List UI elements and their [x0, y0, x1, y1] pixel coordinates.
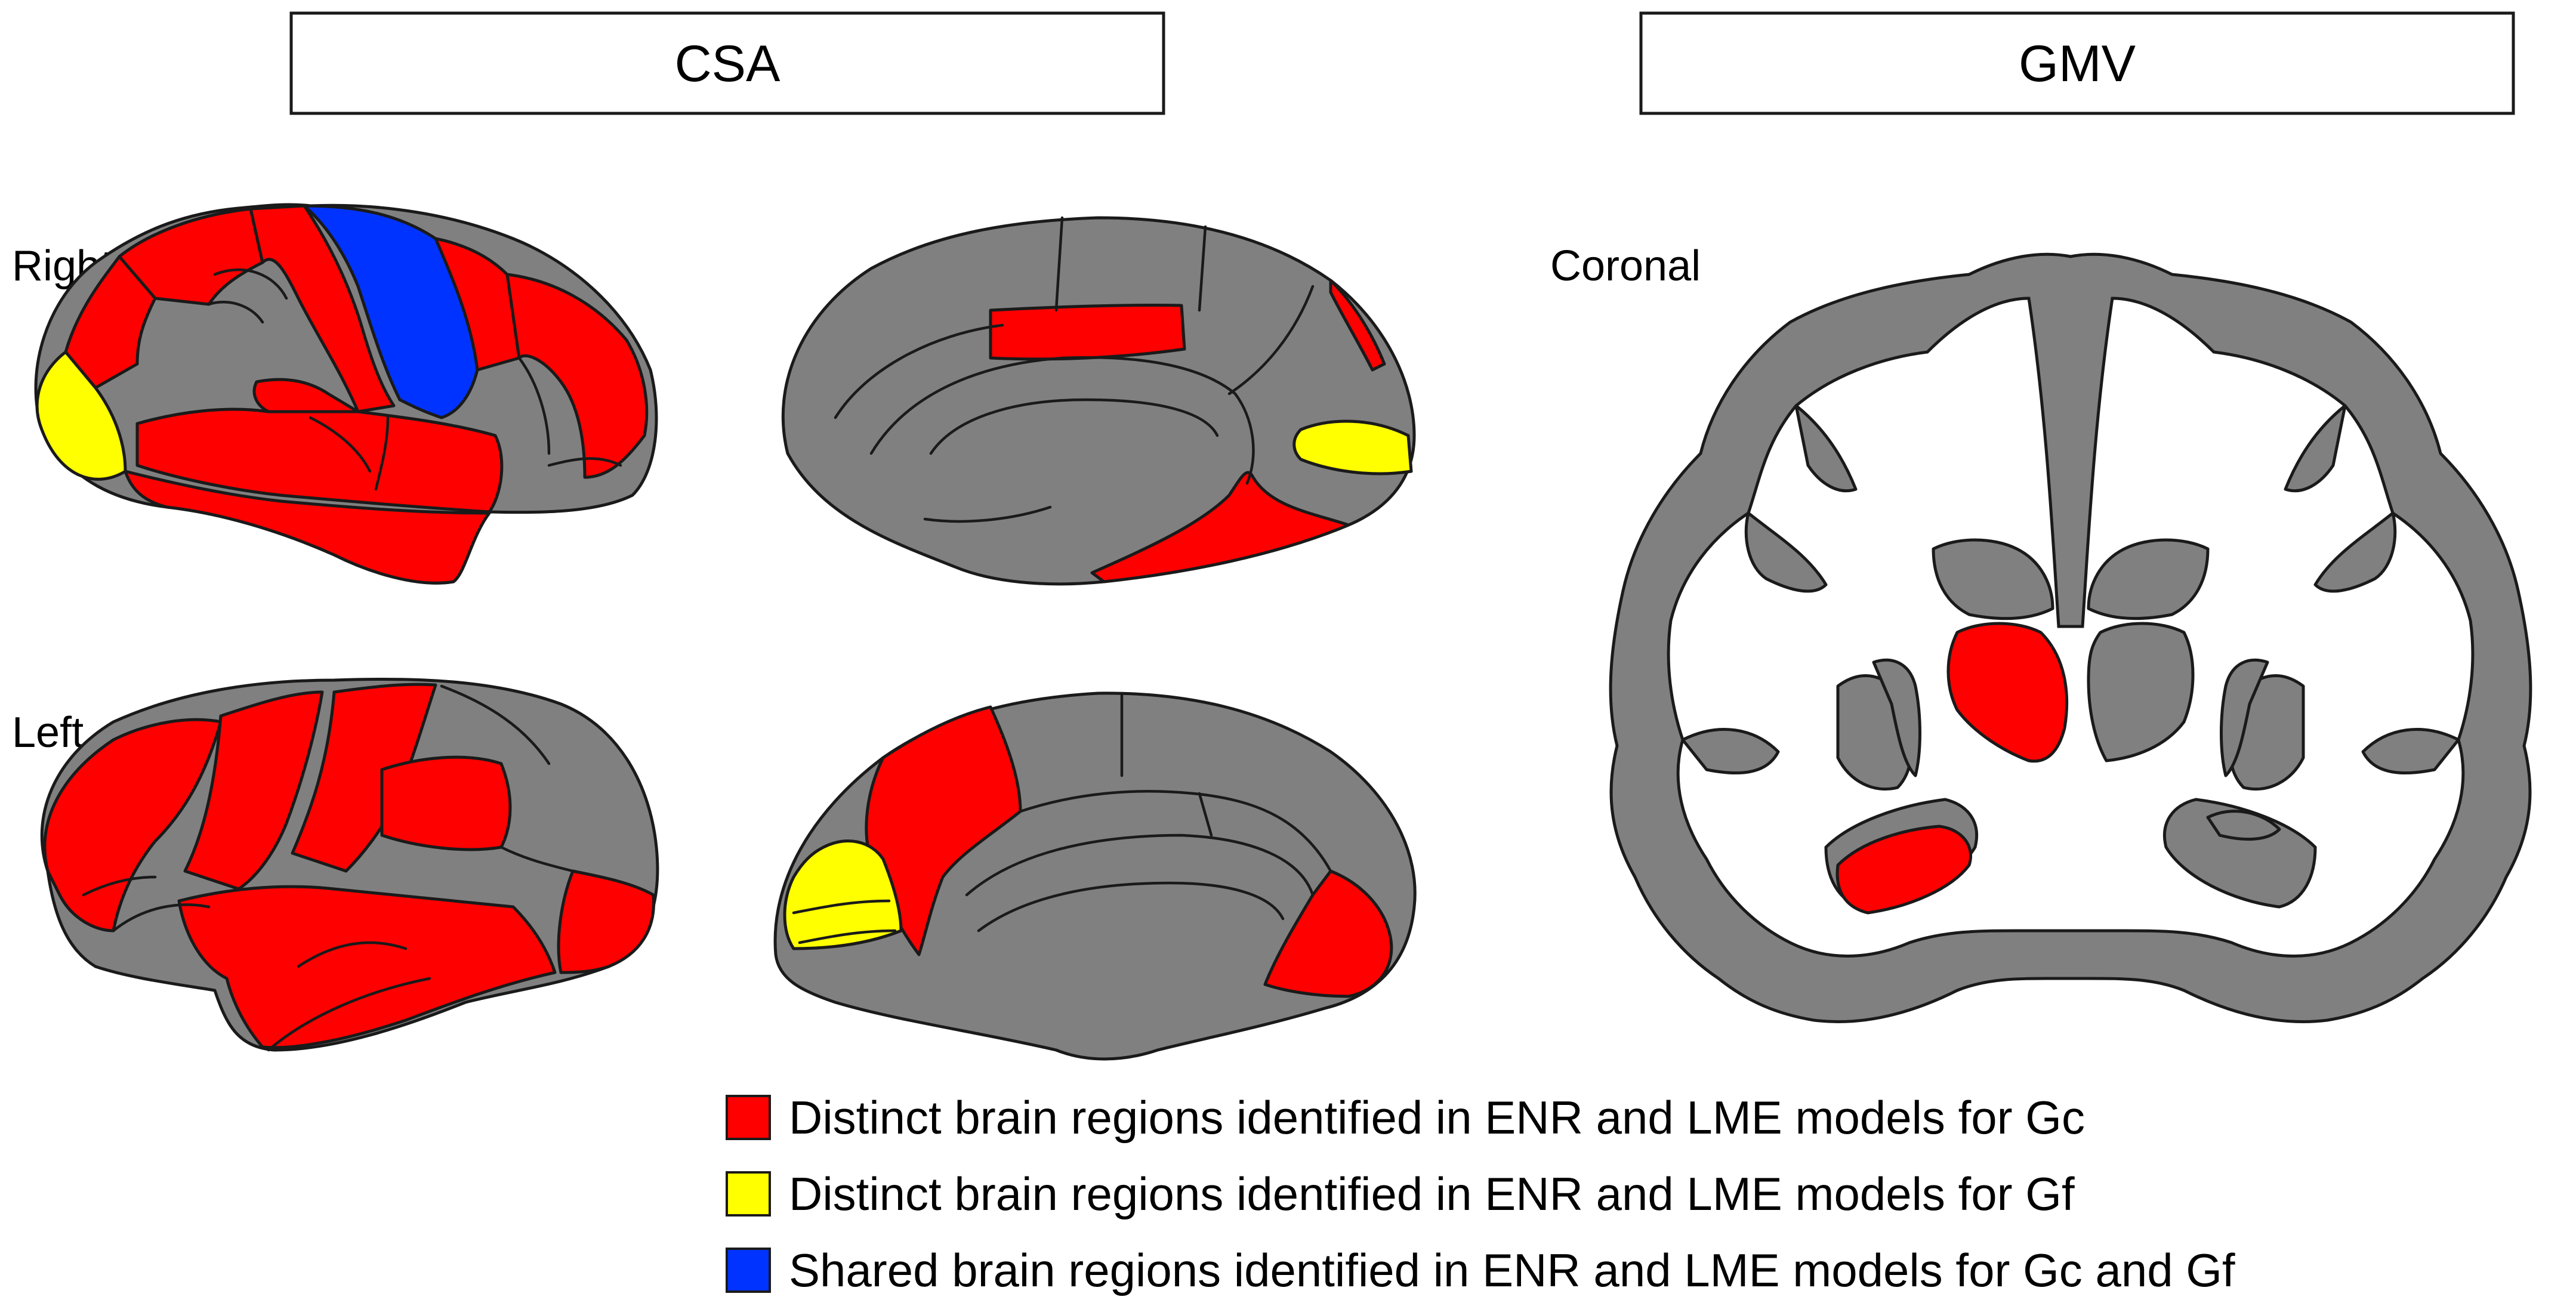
legend: Distinct brain regions identified in ENR…	[726, 1091, 2235, 1296]
left-lateral-sulci	[82, 684, 575, 1052]
left-hemisphere-label: Left	[12, 709, 84, 757]
region-medial-paracentral	[989, 304, 1186, 361]
region-gf-cuneus	[1292, 419, 1413, 476]
coronal-caudate-left	[1932, 538, 2054, 620]
coronal-fold-right-3	[2284, 404, 2347, 493]
coronal-fold-left-2	[1681, 728, 1780, 775]
legend-swatch-gf	[726, 1171, 771, 1217]
right-medial-sulci	[834, 216, 1315, 523]
legend-label-gc: Distinct brain regions identified in ENR…	[789, 1091, 2085, 1144]
region-temporal-inferior	[124, 470, 491, 585]
region-shared-paracentral	[303, 204, 479, 419]
coronal-fold-right-1	[2313, 511, 2397, 593]
region-frontal-middle	[64, 255, 157, 390]
region-left-occipital	[557, 869, 656, 974]
left-medial-sulci	[792, 693, 1332, 944]
right-lateral-sulci	[207, 268, 622, 491]
gmv-title: GMV	[2019, 35, 2136, 92]
legend-item-gf: Distinct brain regions identified in ENR…	[726, 1168, 2075, 1220]
legend-label-gf: Distinct brain regions identified in ENR…	[789, 1168, 2075, 1220]
coronal-fold-left-1	[1744, 511, 1828, 593]
gmv-title-box: GMV	[1639, 11, 2515, 115]
coronal-insula-right	[2220, 658, 2269, 777]
coronal-fold-left-3	[1794, 404, 1858, 493]
left-lateral-brain	[40, 677, 659, 1052]
region-precentral	[249, 204, 396, 413]
region-gf-frontal-pole	[35, 350, 127, 481]
coronal-caudate-right	[2087, 538, 2210, 620]
coronal-label: Coronal	[1550, 242, 1701, 290]
region-left-supramarginal	[380, 755, 512, 851]
legend-item-gc: Distinct brain regions identified in ENR…	[726, 1091, 2085, 1144]
region-supramarginal	[505, 273, 649, 479]
region-medial-occipital-rim	[1329, 279, 1386, 372]
region-left-temporal	[177, 885, 557, 1049]
coronal-fold-right-2	[2361, 728, 2460, 775]
legend-swatch-shared	[726, 1248, 771, 1293]
right-lateral-brain	[34, 203, 658, 585]
coronal-brain	[1609, 252, 2532, 1024]
coronal-thalamus-right	[2087, 622, 2195, 762]
coronal-insula-left	[1872, 658, 1921, 777]
region-gmv-thalamus	[1946, 622, 2069, 763]
region-pars-triangularis	[252, 378, 360, 413]
right-medial-brain	[781, 216, 1416, 586]
coronal-white-matter	[1667, 297, 2475, 958]
coronal-temporal-fold-right	[2206, 810, 2281, 841]
legend-swatch-gc	[726, 1095, 771, 1140]
csa-title-box: CSA	[289, 11, 1165, 115]
region-gmv-hippocampus	[1835, 825, 1973, 915]
region-parahippocampal	[1090, 471, 1350, 583]
region-left-precentral	[183, 690, 324, 891]
region-temporal-superior	[135, 407, 504, 514]
legend-item-shared: Shared brain regions identified in ENR a…	[726, 1244, 2235, 1296]
csa-title: CSA	[675, 35, 780, 92]
left-medial-brain	[773, 691, 1417, 1061]
legend-label-shared: Shared brain regions identified in ENR a…	[789, 1244, 2235, 1296]
region-left-medial-orbitofrontal	[1263, 869, 1393, 998]
region-gf-left-cuneus	[783, 839, 903, 950]
